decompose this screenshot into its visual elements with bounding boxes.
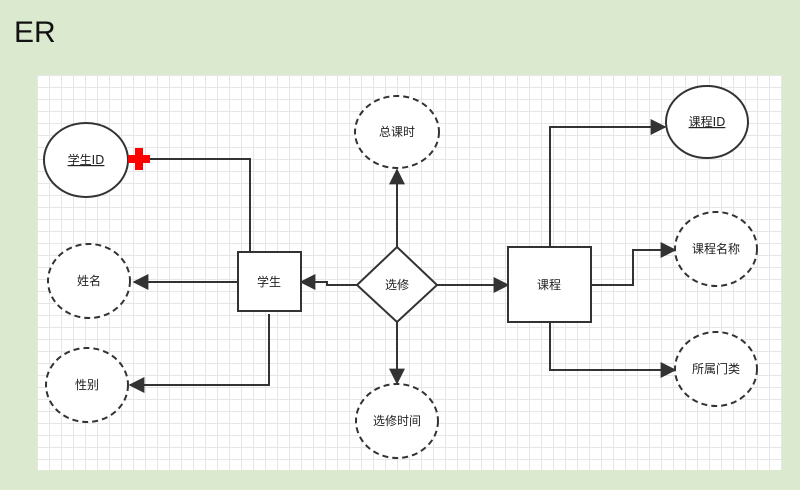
edge-course-category xyxy=(549,322,677,378)
entity-student-label: 学生 xyxy=(257,274,281,289)
edge-student-id xyxy=(145,158,251,252)
attr-student-id[interactable]: 学生ID xyxy=(43,122,129,198)
attr-total-hours[interactable] xyxy=(354,95,440,169)
edge-course-id xyxy=(549,119,667,247)
er-diagram: 学生 课程 选修 学生ID 课程ID xyxy=(43,85,758,459)
red-cross-icon[interactable] xyxy=(128,148,150,170)
entity-student[interactable]: 学生 xyxy=(237,251,302,312)
attr-total-hours-label: 总课时 xyxy=(379,125,415,139)
edge-enroll-student xyxy=(299,274,357,290)
attr-category-label: 所属门类 xyxy=(692,361,740,376)
page-title: ER xyxy=(14,16,56,49)
entity-course[interactable]: 课程 xyxy=(507,246,592,323)
attr-category[interactable] xyxy=(674,331,758,407)
attr-course-id[interactable]: 课程ID xyxy=(665,85,749,159)
edge-course-name xyxy=(591,242,677,286)
relationship-enroll-label: 选修 xyxy=(385,277,409,292)
attr-name[interactable] xyxy=(47,243,131,319)
relationship-enroll[interactable]: 选修 xyxy=(355,245,439,324)
attr-gender[interactable] xyxy=(45,347,129,423)
attr-student-id-label: 学生ID xyxy=(68,152,105,167)
attr-course-id-label: 课程ID xyxy=(689,114,726,129)
attr-course-name-label: 课程名称 xyxy=(692,241,740,256)
edge-student-gender xyxy=(128,314,270,393)
diagram-canvas[interactable]: 学生 课程 选修 学生ID 课程ID xyxy=(37,75,782,470)
attr-name-label: 姓名 xyxy=(77,273,101,288)
attr-gender-label: 性别 xyxy=(75,378,99,392)
attr-course-name[interactable] xyxy=(674,211,758,287)
attr-enroll-time[interactable] xyxy=(355,383,439,459)
entity-course-label: 课程 xyxy=(537,277,561,292)
attr-enroll-time-label: 选修时间 xyxy=(373,413,421,428)
